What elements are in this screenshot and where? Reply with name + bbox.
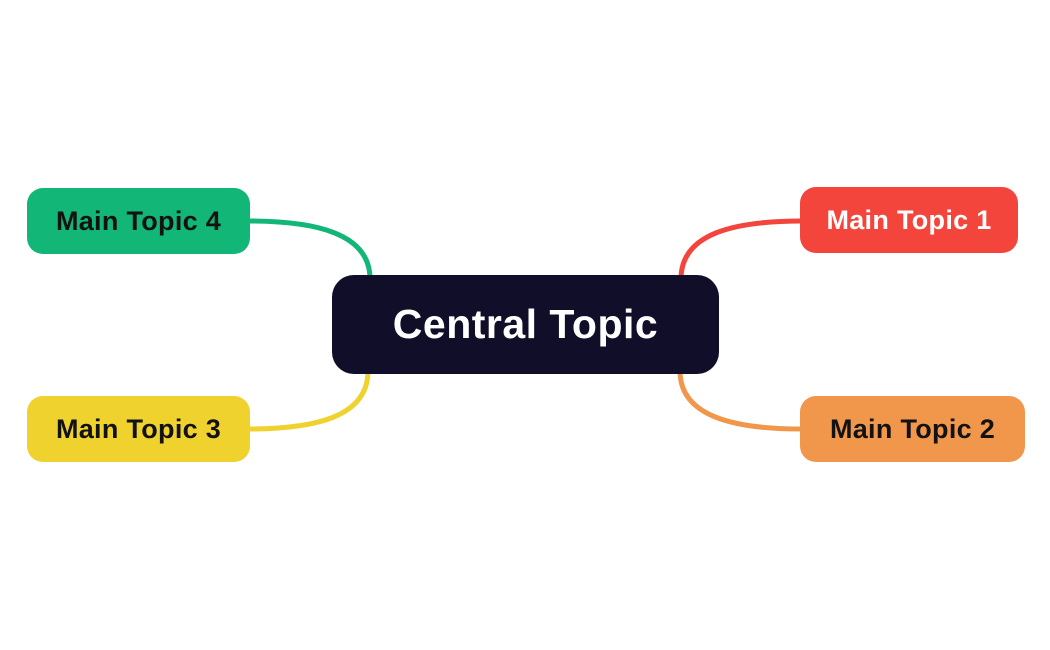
main-topic-2-node[interactable]: Main Topic 2 — [800, 396, 1025, 462]
central-topic-node[interactable]: Central Topic — [332, 275, 719, 374]
main-topic-3-label: Main Topic 3 — [55, 413, 222, 444]
main-topic-4-node[interactable]: Main Topic 4 — [27, 188, 250, 254]
main-topic-2-label: Main Topic 2 — [829, 413, 996, 444]
main-topic-1-node[interactable]: Main Topic 1 — [800, 187, 1018, 253]
main-topic-3-node[interactable]: Main Topic 3 — [27, 396, 250, 462]
connector-main-topic-3 — [245, 368, 371, 432]
connector-main-topic-4 — [245, 218, 373, 282]
central-topic-label: Central Topic — [392, 301, 659, 347]
main-topic-4-label: Main Topic 4 — [55, 205, 222, 236]
connector-main-topic-2 — [677, 368, 805, 432]
main-topic-1-label: Main Topic 1 — [826, 204, 992, 235]
connector-main-topic-1 — [678, 218, 805, 282]
